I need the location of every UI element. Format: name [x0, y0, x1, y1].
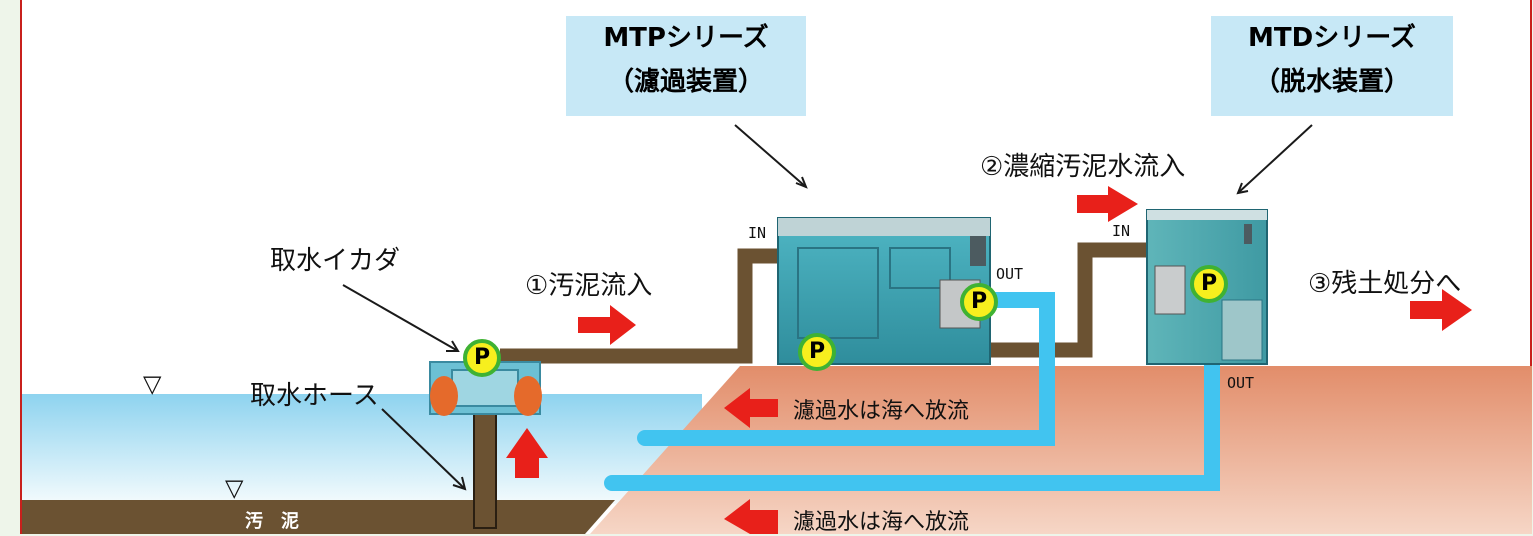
pump-icon-mtp-out: P: [960, 283, 998, 321]
land-ground: [590, 366, 1532, 534]
sludge-pipe-1: [500, 248, 780, 364]
mtd-callout: MTDシリーズ （脱水装置）: [1211, 16, 1453, 116]
seabed-label: 汚 泥: [245, 511, 299, 532]
flow-arrows: [506, 186, 1472, 534]
sludge-inflow-label: ①汚泥流入: [525, 271, 653, 301]
arrow-inflow-2: [1077, 186, 1138, 222]
concentrated-inflow-label: ②濃縮汚泥水流入: [980, 152, 1186, 182]
mtd-callout-title: MTDシリーズ: [1248, 23, 1416, 53]
arrow-inflow-1: [578, 305, 636, 345]
pump-icon-mtd: P: [1190, 265, 1228, 303]
mtp-callout-title: MTPシリーズ: [603, 23, 769, 53]
callout-lines: [342, 124, 1313, 491]
raft-label: 取水イカダ: [270, 246, 401, 276]
discharge-label-lower: 濾過水は海へ放流: [793, 510, 970, 535]
mtp-callout-subtitle: （濾過装置）: [607, 67, 764, 97]
float-right: [514, 376, 542, 416]
seabed-sludge: [22, 500, 615, 534]
sea-water: [22, 394, 702, 504]
water-level-mark-surface: ▽: [143, 370, 162, 398]
arrow-disposal: [1410, 289, 1472, 331]
discharge-pipe-1: [637, 292, 1055, 446]
float-left: [430, 376, 458, 416]
pump-icon-raft: P: [463, 339, 501, 377]
disposal-label: ③残土処分へ: [1308, 269, 1462, 299]
arrow-discharge-1: [724, 388, 778, 428]
pump-icon-mtp-bottom: P: [798, 333, 836, 371]
mtd-out-label: OUT: [1227, 374, 1255, 392]
water-level-mark-bottom: ▽: [225, 474, 244, 502]
intake-raft: [429, 361, 542, 416]
mtd-callout-subtitle: （脱水装置）: [1253, 67, 1410, 97]
discharge-label-upper: 濾過水は海へ放流: [793, 399, 970, 424]
arrow-up-intake: [506, 428, 548, 478]
mtp-in-label: IN: [748, 224, 767, 242]
intake-hose: [473, 409, 497, 529]
hose-label: 取水ホース: [250, 381, 379, 411]
mtp-out-label: OUT: [996, 265, 1024, 283]
arrow-discharge-2: [724, 499, 778, 534]
mtp-callout: MTPシリーズ （濾過装置）: [566, 16, 806, 116]
mtd-in-label: IN: [1112, 222, 1131, 240]
